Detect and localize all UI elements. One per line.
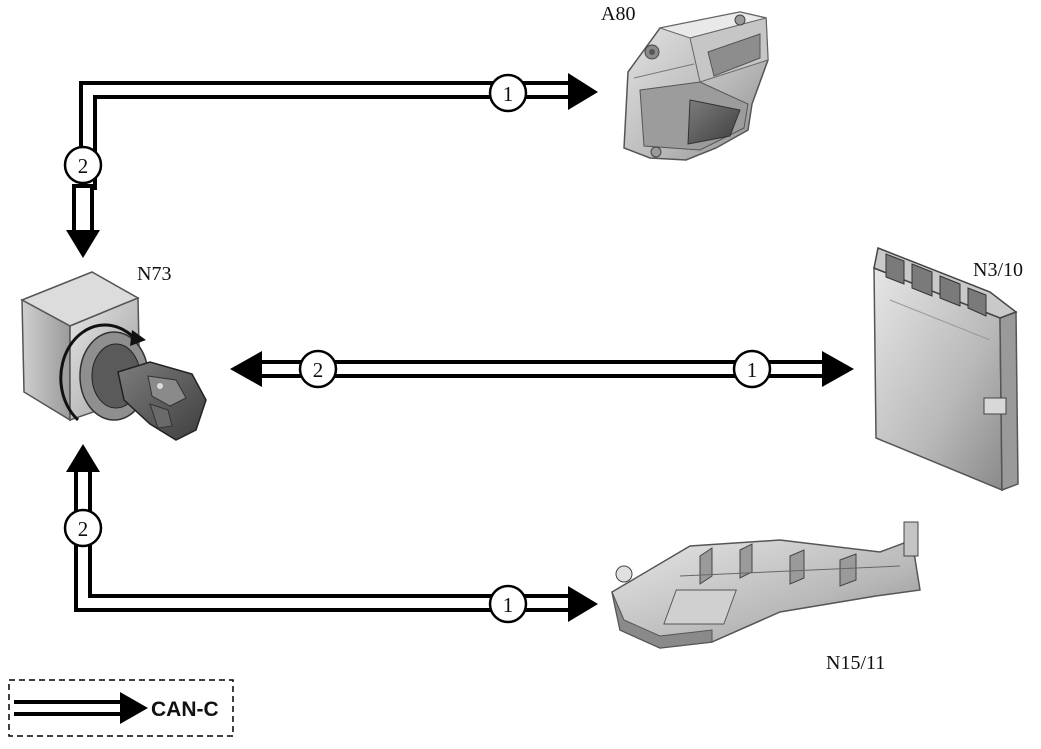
marker-a80-out: 1: [488, 73, 528, 113]
marker-a80-in: 2: [63, 145, 103, 185]
arrowhead-to-n73-top: [66, 230, 100, 258]
arrowhead-to-n3-10: [822, 351, 854, 387]
marker-n3-10-out: 1: [732, 349, 772, 389]
legend-can-c-arrow-icon: [14, 692, 148, 724]
n3-10-ecu-illustration: [873, 246, 1019, 492]
arrowhead-to-n73-mid: [230, 351, 262, 387]
label-n73: N73: [137, 263, 171, 285]
arrowhead-to-n15-11: [568, 586, 598, 622]
marker-n3-10-in: 2: [298, 349, 338, 389]
a80-module-illustration: [623, 11, 769, 161]
svg-text:2: 2: [313, 358, 324, 382]
marker-n15-11-out: 1: [488, 584, 528, 624]
n15-11-controller-illustration: [611, 521, 921, 649]
legend: CAN-C: [8, 679, 234, 737]
marker-n15-11-in: 2: [63, 508, 103, 548]
svg-text:2: 2: [78, 517, 89, 541]
svg-text:2: 2: [78, 154, 89, 178]
svg-text:1: 1: [503, 82, 514, 106]
label-n3-10: N3/10: [973, 259, 1023, 281]
arrowhead-to-n73-bottom: [66, 444, 100, 472]
can-link-n73-n3-10: [230, 351, 854, 387]
svg-text:1: 1: [747, 358, 758, 382]
arrowhead-to-a80: [568, 73, 598, 110]
svg-text:1: 1: [503, 593, 514, 617]
legend-can-c-label: CAN-C: [151, 698, 219, 721]
n73-ignition-lock-illustration: [20, 271, 207, 441]
label-a80: A80: [601, 3, 635, 25]
label-n15-11: N15/11: [826, 652, 885, 674]
